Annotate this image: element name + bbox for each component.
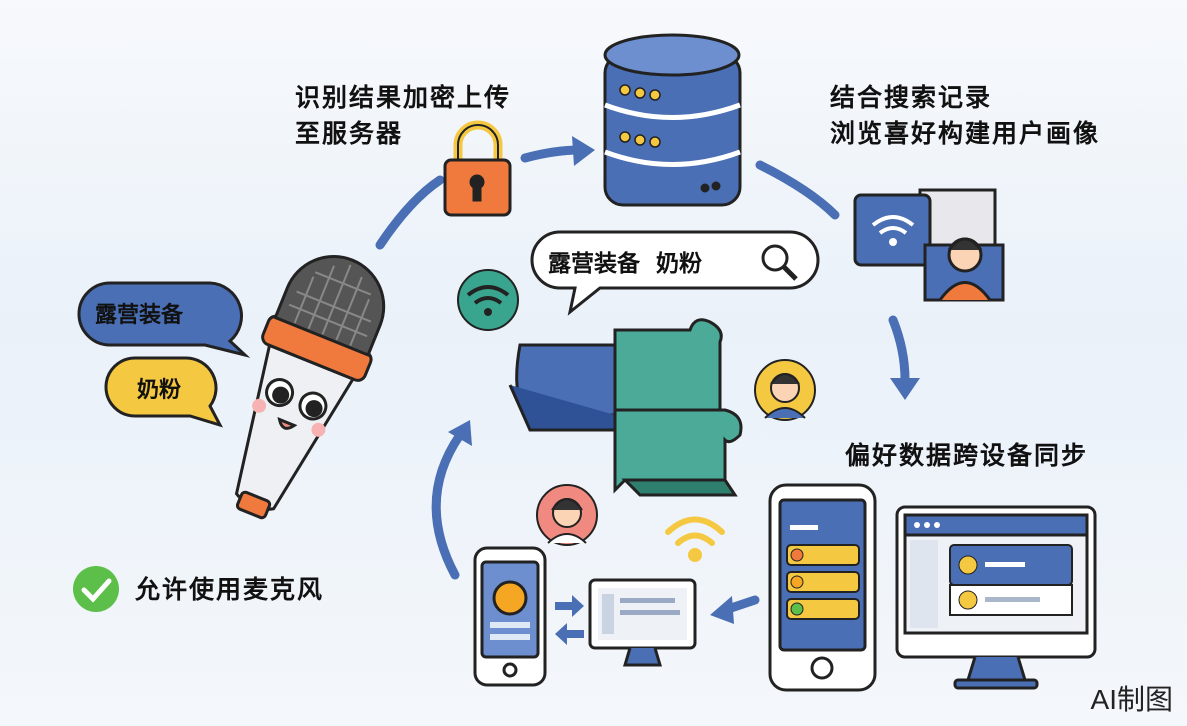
arrow-server-to-profile — [755, 160, 840, 220]
arrowhead-icon — [572, 136, 595, 166]
server-database-icon — [603, 33, 742, 207]
lock-icon — [443, 120, 512, 217]
wifi-icon — [665, 516, 725, 562]
profile-label-line1: 结合搜索记录 — [830, 83, 993, 112]
speech-bubble-blue — [77, 281, 251, 358]
avatar-girl — [536, 484, 598, 546]
phone-icon — [768, 483, 877, 692]
search-icon — [761, 244, 798, 281]
profile-label: 结合搜索记录 浏览喜好构建用户画像 — [830, 80, 1100, 152]
sync-arrows-icon — [555, 595, 584, 645]
upload-label-line2: 至服务器 — [295, 119, 404, 148]
arrowhead-icon — [448, 420, 472, 446]
profile-label-line2: 浏览喜好构建用户画像 — [830, 119, 1101, 148]
arrow-mic-to-lock — [375, 175, 445, 250]
speech-text-formula: 奶粉 — [137, 378, 182, 403]
wifi-icon — [871, 215, 915, 235]
microphone-icon — [234, 255, 386, 520]
arrow-loop-up — [431, 430, 465, 580]
search-bubble — [530, 230, 820, 316]
watermark: AI制图 — [1090, 684, 1173, 715]
small-phone-icon — [473, 546, 547, 687]
arrow-lock-to-server — [520, 145, 585, 163]
search-query-text: 露营装备 奶粉 — [548, 251, 703, 277]
avatar-boy — [754, 359, 816, 421]
mic-permission-label: 允许使用麦克风 — [135, 575, 325, 604]
arrow-profile-down — [888, 315, 910, 385]
flow-arrows — [375, 145, 910, 615]
sync-label: 偏好数据跨设备同步 — [845, 441, 1089, 470]
check-circle-icon — [73, 566, 119, 612]
monitor-icon — [895, 505, 1097, 690]
arrowhead-icon — [890, 378, 920, 400]
speech-text-camping: 露营装备 — [95, 303, 184, 328]
wifi-circle-icon — [457, 269, 519, 331]
arrowhead-icon — [710, 596, 734, 624]
upload-label: 识别结果加密上传 至服务器 — [295, 80, 511, 152]
user-profile-puzzle-icon — [853, 188, 1005, 302]
speech-bubble-yellow — [104, 356, 223, 428]
puzzle-icon — [508, 318, 743, 497]
small-monitor-icon — [588, 578, 697, 667]
upload-label-line1: 识别结果加密上传 — [295, 83, 512, 112]
